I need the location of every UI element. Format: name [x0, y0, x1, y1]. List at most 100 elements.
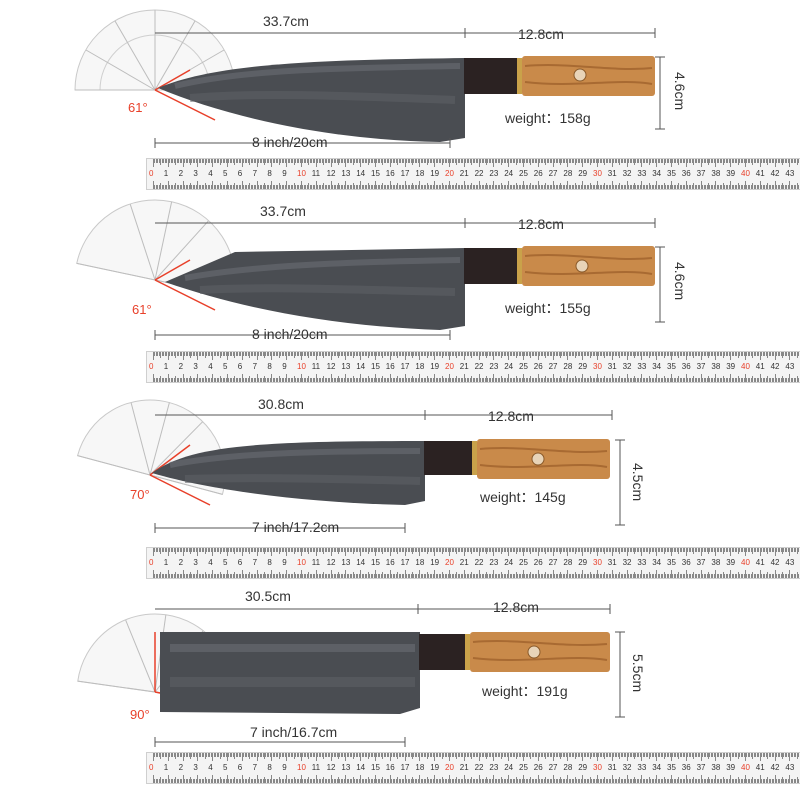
ruler-tick	[323, 376, 325, 382]
ruler-number: 17	[400, 362, 410, 371]
ruler-tick	[309, 378, 311, 382]
ruler-tick	[221, 378, 223, 382]
ruler-tick	[508, 374, 510, 382]
ruler-tick	[542, 159, 544, 163]
ruler-tick	[231, 159, 233, 163]
ruler-tick	[494, 352, 496, 356]
ruler-number: 30	[593, 362, 602, 371]
ruler-tick	[435, 185, 437, 189]
ruler-tick	[154, 378, 156, 382]
ruler-tick	[536, 185, 538, 189]
ruler-tick	[346, 352, 348, 356]
ruler-tick	[345, 374, 347, 382]
ruler-tick	[598, 185, 600, 189]
ruler-tick	[299, 159, 301, 163]
ruler-tick	[238, 185, 240, 189]
ruler-tick	[422, 159, 424, 163]
ruler-tick	[172, 378, 174, 382]
ruler-tick	[269, 378, 271, 382]
ruler-tick	[277, 185, 279, 189]
ruler-tick	[511, 378, 513, 382]
ruler-tick	[274, 352, 276, 356]
ruler-tick	[583, 159, 585, 163]
ruler-tick	[543, 378, 545, 382]
ruler-tick	[383, 185, 385, 189]
ruler-tick	[155, 159, 157, 163]
ruler-tick	[153, 159, 154, 167]
ruler-tick	[568, 352, 570, 356]
ruler-tick	[342, 185, 344, 189]
ruler-tick	[601, 185, 603, 189]
ruler-tick	[639, 185, 641, 189]
ruler-tick	[416, 378, 418, 382]
ruler-tick	[207, 378, 209, 382]
ruler-tick	[182, 374, 184, 382]
ruler-tick	[511, 159, 513, 163]
ruler-tick	[597, 181, 598, 189]
ruler-tick	[253, 159, 255, 163]
ruler-tick	[502, 378, 504, 382]
ruler-number: 7	[252, 362, 258, 371]
ruler-tick	[555, 378, 557, 382]
ruler-tick	[403, 159, 405, 163]
ruler-number: 35	[667, 558, 676, 567]
ruler-tick	[571, 185, 573, 189]
ruler-tick	[567, 159, 569, 167]
ruler-tick	[342, 352, 344, 356]
ruler-tick	[298, 159, 300, 163]
ruler-tick	[528, 159, 530, 163]
ruler-tick	[638, 159, 640, 163]
ruler-tick	[719, 185, 721, 189]
ruler-tick	[561, 352, 563, 356]
handle-emblem-icon	[573, 68, 587, 82]
ruler-tick	[420, 378, 422, 382]
blade-length-label: 8 inch/20cm	[252, 326, 328, 342]
ruler-tick	[493, 159, 495, 167]
ruler-tick	[409, 378, 411, 382]
ruler-tick	[295, 159, 297, 163]
ruler-tick	[197, 181, 199, 189]
ruler-tick	[336, 378, 338, 382]
ruler-tick	[496, 185, 498, 189]
ruler-tick	[469, 185, 471, 189]
ruler-tick	[386, 185, 388, 189]
ruler-tick	[499, 159, 501, 163]
angle-label: 90°	[130, 707, 150, 722]
ruler-tick	[727, 159, 729, 163]
ruler-tick	[429, 159, 431, 163]
ruler-tick	[540, 159, 542, 163]
ruler-number: 0	[149, 169, 154, 178]
ruler-tick	[335, 185, 337, 189]
ruler-tick	[713, 159, 715, 163]
handle-length-label: 12.8cm	[488, 408, 534, 424]
ruler-tick	[608, 185, 610, 189]
ruler-number: 17	[400, 763, 410, 772]
ruler-tick	[638, 185, 640, 189]
ruler-tick	[440, 185, 442, 189]
ruler-tick	[224, 378, 226, 382]
ruler-tick	[333, 378, 335, 382]
ruler-tick	[255, 185, 257, 189]
ruler-tick	[404, 159, 406, 167]
ruler-tick	[758, 159, 760, 163]
ruler-tick	[176, 159, 178, 163]
ruler-tick	[212, 159, 214, 167]
ruler-tick	[509, 185, 511, 189]
bolster	[464, 248, 519, 284]
ruler-tick	[632, 159, 634, 163]
ruler-tick	[488, 378, 490, 382]
ruler-tick	[462, 352, 464, 356]
ruler-tick	[524, 185, 526, 189]
ruler-tick	[185, 159, 187, 163]
ruler-tick	[339, 352, 341, 356]
ruler-tick	[474, 159, 476, 163]
ruler-tick	[289, 159, 291, 163]
ruler-tick	[190, 376, 191, 382]
ruler-tick	[232, 352, 234, 356]
ruler-tick	[669, 185, 671, 189]
ruler-tick	[520, 352, 522, 356]
ruler-tick	[397, 183, 399, 189]
ruler-tick	[554, 352, 556, 356]
ruler-tick	[644, 185, 646, 189]
ruler-tick	[309, 352, 311, 356]
